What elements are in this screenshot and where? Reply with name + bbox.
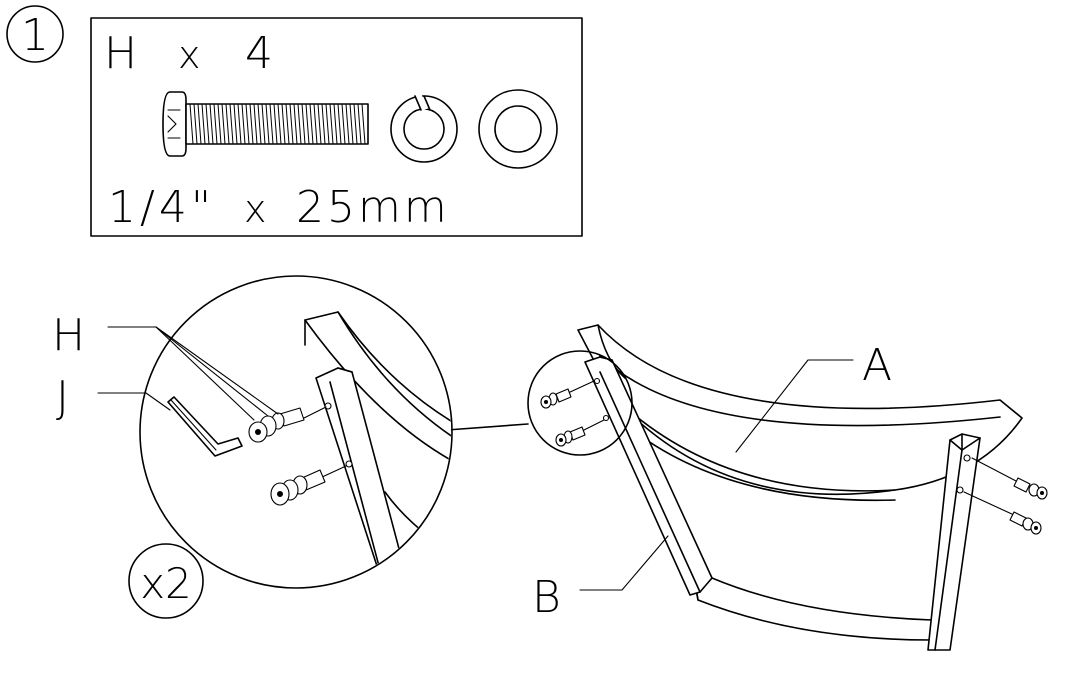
detail-bolt-lower [270, 465, 347, 506]
bolt-thread-line [237, 103, 242, 145]
callout-J: J [56, 372, 171, 423]
detail-multiplier: x2 [140, 559, 192, 608]
bolt-thread-line [213, 103, 218, 145]
detail-connector-line [446, 423, 529, 431]
bolt-thread-line [273, 103, 278, 145]
bolt-thread-line [325, 103, 330, 145]
step-number-badge: 1 [6, 5, 64, 63]
callout-A-label: A [862, 340, 892, 391]
bolt-thread-line [189, 103, 194, 145]
bolt-thread-line [221, 103, 226, 145]
callout-A: A [735, 340, 892, 453]
bolt-thread-line [201, 103, 206, 145]
detail-bolt-upper [248, 406, 327, 443]
hardware-size-inch: 1/4" [108, 182, 215, 233]
bolt-thread-line [309, 103, 314, 145]
hardware-times-sign: x [178, 33, 201, 77]
callout-H-label: H [52, 310, 85, 361]
bolt-thread-line [285, 103, 290, 145]
bolt-thread-line [257, 103, 262, 145]
bolt-thread-line [217, 103, 222, 145]
leg-B [584, 356, 713, 596]
bolt-thread-line [349, 103, 354, 145]
bolt-thread-line [209, 103, 214, 145]
bolt-thread-line [341, 103, 346, 145]
bolt-thread-line [241, 103, 246, 145]
bolt-thread-line [225, 103, 230, 145]
callout-H: H [52, 310, 279, 421]
bolt-thread-line [357, 103, 362, 145]
bolt-thread-line [245, 103, 250, 145]
bolt-thread-line [313, 103, 318, 145]
bolt-thread-line [293, 103, 298, 145]
bolt-thread-line [361, 103, 366, 145]
panel-A [577, 324, 1023, 502]
bolt-thread-line [277, 103, 282, 145]
flat-washer-icon [478, 89, 558, 169]
bolt-thread-line [265, 103, 270, 145]
bolt-thread-line [345, 103, 350, 145]
allen-key-icon [167, 396, 243, 457]
small-bolt-lower [555, 419, 605, 447]
bolt-thread-line [321, 103, 326, 145]
split-lock-washer-icon [390, 93, 458, 163]
callout-B-label: B [532, 572, 561, 623]
bolt-thread-line [261, 103, 266, 145]
bolt-thread-line [297, 103, 302, 145]
bolt-thread-line [197, 103, 202, 145]
bolt-thread-line [353, 103, 358, 145]
bolt-thread-line [229, 103, 234, 145]
hardware-box: H x 4 1/4" x 25mm [90, 17, 583, 237]
leg-right [927, 433, 981, 651]
bolt-thread-line [193, 103, 198, 145]
right-bolt-lower [963, 491, 1042, 535]
bolt-thread-line [337, 103, 342, 145]
zoom-detail: x2 [128, 275, 453, 619]
hardware-size-mm: 25mm [296, 182, 450, 233]
bolt-thread-line [253, 103, 258, 145]
hardware-part-label: H [104, 28, 137, 79]
small-bolt-upper [540, 380, 595, 409]
zoom-target-circle [527, 350, 633, 456]
bottom-rail [694, 577, 933, 641]
bolt-icon [162, 91, 369, 157]
bolt-thread-line [333, 103, 338, 145]
callout-B: B [532, 535, 669, 623]
bolt-thread-line [281, 103, 286, 145]
hardware-size-times: x [244, 187, 267, 231]
right-bolt-upper [971, 457, 1048, 500]
step-number: 1 [21, 10, 49, 61]
detail-frame-parts [304, 311, 451, 587]
bolt-thread-line [317, 103, 322, 145]
bolt-thread-line [233, 103, 238, 145]
bolt-thread-line [301, 103, 306, 145]
bolt-thread-line [269, 103, 274, 145]
callout-J-label: J [56, 372, 69, 423]
bolt-thread-line [205, 103, 210, 145]
bolt-thread-line [249, 103, 254, 145]
bolt-thread-line [289, 103, 294, 145]
hardware-quantity: 4 [245, 28, 273, 79]
bolt-thread-line [305, 103, 310, 145]
bolt-thread-line [329, 103, 334, 145]
main-assembly [527, 324, 1048, 651]
